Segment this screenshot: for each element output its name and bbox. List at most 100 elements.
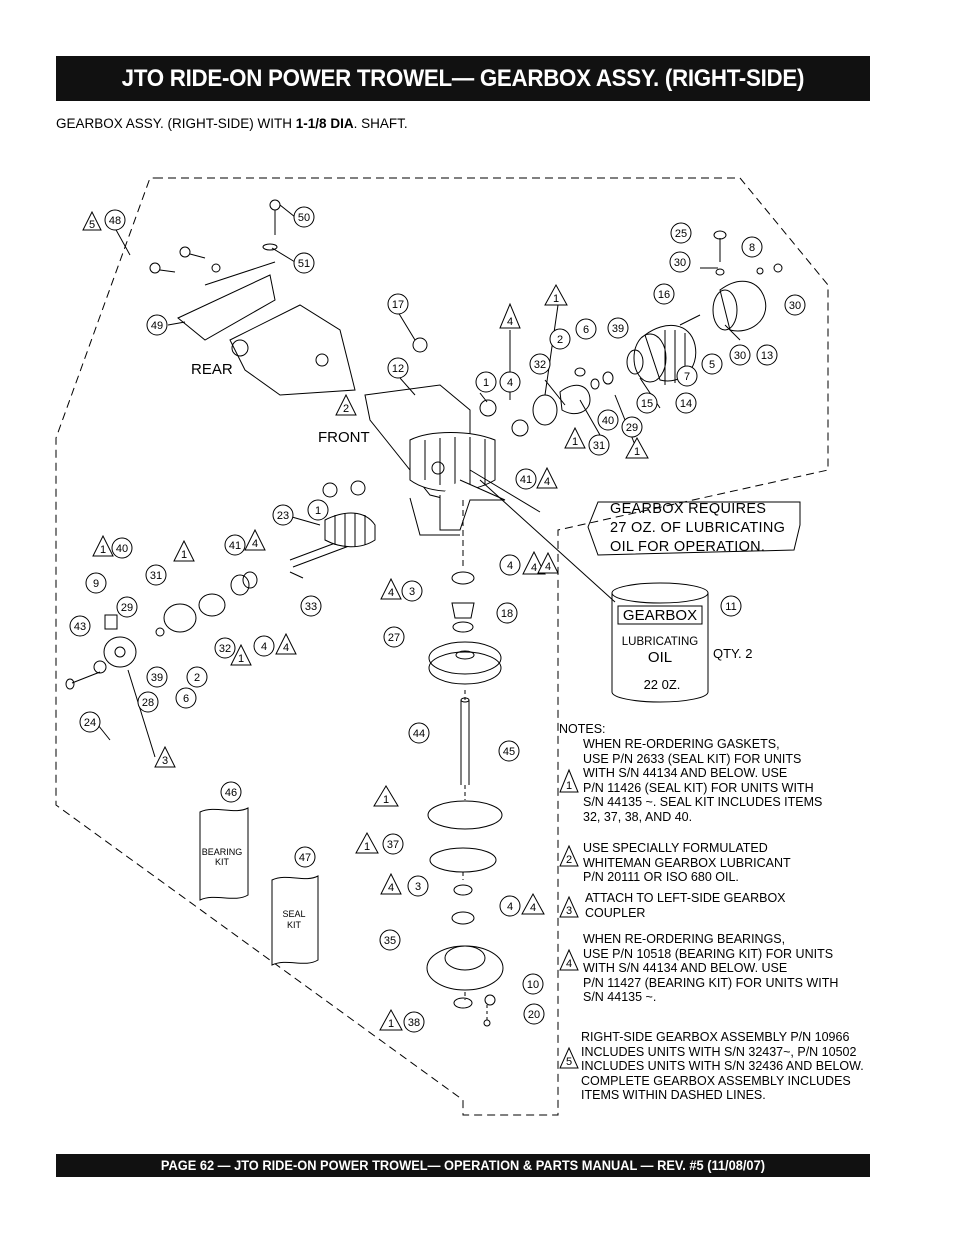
callout-41b: 41 — [224, 534, 246, 556]
callout-49: 49 — [146, 314, 168, 336]
svg-text:4: 4 — [531, 562, 537, 574]
svg-text:18: 18 — [501, 608, 513, 620]
callout-2a: 2 — [549, 328, 571, 350]
note-5-line: COMPLETE GEARBOX ASSEMBLY INCLUDES — [581, 1073, 851, 1088]
callout-circles: 50 48 51 49 25 8 30 30 16 13 30 17 12 6 … — [69, 206, 806, 1033]
bearing-kit-line2: KIT — [215, 857, 230, 867]
svg-text:30: 30 — [789, 300, 801, 312]
seal-kit-line2: KIT — [287, 920, 302, 930]
svg-text:4: 4 — [530, 902, 536, 914]
callout-29a: 29 — [621, 416, 643, 438]
gearbox-housing-part — [364, 384, 506, 536]
callout-2b: 2 — [186, 666, 208, 688]
svg-text:32: 32 — [534, 359, 546, 371]
callout-31b: 31 — [145, 564, 167, 586]
svg-text:4: 4 — [388, 882, 394, 894]
svg-text:33: 33 — [305, 601, 317, 613]
svg-text:2: 2 — [566, 854, 572, 866]
callout-48: 48 — [104, 209, 126, 231]
page-title-bar: JTO RIDE-ON POWER TROWEL— GEARBOX ASSY. … — [56, 56, 870, 101]
note-marker-1: 1 — [559, 768, 579, 793]
svg-text:45: 45 — [503, 746, 515, 758]
note-markers: 1 2 3 4 5 — [559, 768, 579, 1069]
note-marker-2: 2 — [559, 844, 579, 867]
callout-16: 16 — [653, 283, 675, 305]
note-1-line: 32, 37, 38, AND 40. — [583, 809, 693, 824]
svg-text:30: 30 — [674, 257, 686, 269]
triangle-4-c: 4 — [244, 528, 266, 551]
note-marker-5: 5 — [559, 1046, 579, 1069]
note-triangles: 5 4 1 2 1 1 4 4 1 1 4 4 1 3 4 4 1 1 4 4 … — [82, 210, 649, 1031]
svg-text:23: 23 — [277, 510, 289, 522]
subtitle-shaft-size: 1-1/8 DIA — [295, 116, 354, 131]
note-4-line: WITH S/N 44134 AND BELOW. USE — [583, 961, 788, 976]
svg-text:1: 1 — [388, 1018, 394, 1030]
svg-text:3: 3 — [409, 586, 415, 598]
callout-5: 5 — [701, 353, 723, 375]
svg-text:1: 1 — [566, 780, 572, 792]
callout-37: 37 — [382, 833, 404, 855]
note-5: RIGHT-SIDE GEARBOX ASSEMBLY P/N 10966 IN… — [581, 1030, 864, 1103]
oil-can-part — [611, 582, 709, 703]
triangle-4-e: 4 — [380, 577, 402, 600]
svg-text:14: 14 — [680, 398, 692, 410]
assembly-boundary — [55, 177, 829, 1116]
svg-text:27: 27 — [388, 632, 400, 644]
svg-text:4: 4 — [507, 316, 513, 328]
svg-text:40: 40 — [116, 543, 128, 555]
svg-text:28: 28 — [142, 697, 154, 709]
triangle-4-i: 4 — [537, 551, 559, 574]
triangle-5-top: 5 — [82, 210, 102, 231]
svg-text:4: 4 — [545, 561, 551, 573]
svg-text:1: 1 — [100, 544, 106, 556]
note-1-line: USE P/N 2633 (SEAL KIT) FOR UNITS — [583, 751, 802, 766]
triangle-1-b: 1 — [564, 426, 586, 449]
svg-text:30: 30 — [734, 350, 746, 362]
note-5-line: RIGHT-SIDE GEARBOX ASSEMBLY P/N 10966 — [581, 1030, 850, 1044]
rear-bracket-part — [177, 261, 356, 396]
svg-text:1: 1 — [181, 549, 187, 561]
callout-29b: 29 — [116, 596, 138, 618]
note-2-line: P/N 20111 OR ISO 680 OIL. — [583, 870, 739, 885]
svg-text:41: 41 — [229, 540, 241, 552]
seal-kit-line1: SEAL — [282, 909, 305, 919]
svg-text:1: 1 — [238, 653, 244, 665]
svg-text:4: 4 — [252, 538, 258, 550]
worm-shaft-part — [289, 512, 376, 568]
page-footer-bar: PAGE 62 — JTO RIDE-ON POWER TROWEL— OPER… — [56, 1154, 870, 1177]
svg-text:31: 31 — [150, 570, 162, 582]
vertical-stack-parts — [426, 500, 504, 1027]
callout-13: 13 — [756, 344, 778, 366]
callout-46: 46 — [220, 781, 242, 803]
note-3: ATTACH TO LEFT-SIDE GEARBOX COUPLER — [585, 891, 786, 920]
subtitle: GEARBOX ASSY. (RIGHT-SIDE) WITH 1-1/8 DI… — [56, 116, 408, 131]
svg-text:51: 51 — [298, 258, 310, 270]
callout-31a: 31 — [588, 434, 610, 456]
note-4-line: WHEN RE-ORDERING BEARINGS, — [583, 932, 786, 946]
callout-1b: 1 — [307, 499, 329, 521]
svg-text:41: 41 — [520, 474, 532, 486]
svg-text:4: 4 — [261, 641, 267, 653]
note-4: WHEN RE-ORDERING BEARINGS, USE P/N 10518… — [583, 932, 838, 1005]
svg-text:20: 20 — [528, 1009, 540, 1021]
callout-24: 24 — [79, 711, 101, 733]
svg-text:1: 1 — [315, 505, 321, 517]
svg-text:48: 48 — [109, 215, 121, 227]
svg-text:4: 4 — [566, 958, 572, 970]
svg-text:1: 1 — [483, 377, 489, 389]
svg-text:49: 49 — [151, 320, 163, 332]
svg-text:25: 25 — [675, 228, 687, 240]
svg-text:44: 44 — [413, 728, 425, 740]
callout-32a: 32 — [529, 353, 551, 375]
svg-text:7: 7 — [684, 371, 690, 383]
svg-text:5: 5 — [89, 219, 95, 231]
svg-text:38: 38 — [408, 1017, 420, 1029]
callout-4a: 4 — [499, 371, 521, 393]
triangle-1-d: 1 — [92, 534, 114, 557]
callout-14: 14 — [675, 392, 697, 414]
triangle-4-a: 4 — [499, 302, 521, 329]
svg-text:29: 29 — [626, 422, 638, 434]
callout-30a: 30 — [669, 251, 691, 273]
svg-text:9: 9 — [93, 578, 99, 590]
svg-text:40: 40 — [602, 415, 614, 427]
